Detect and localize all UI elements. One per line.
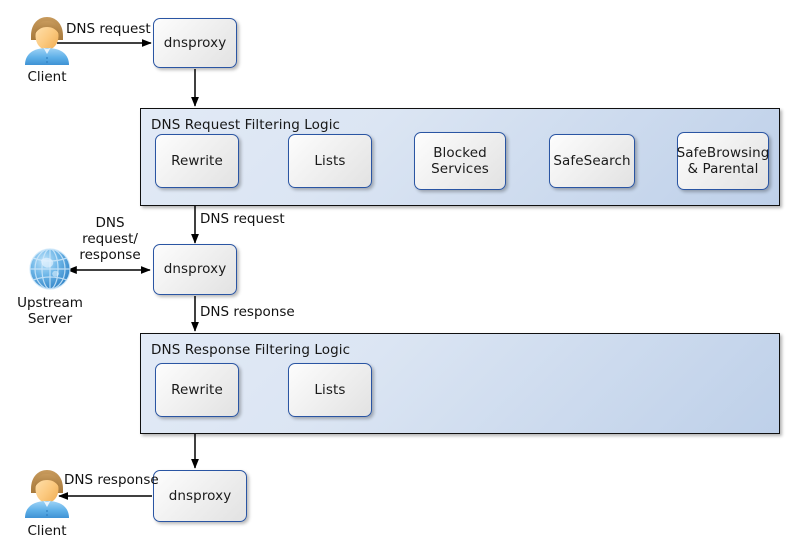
node-req-safebrowsing-label-line2: & Parental (687, 161, 759, 177)
edge-label-proxy-to-request-filter-text: DNS request (200, 211, 285, 227)
node-dnsproxy-middle[interactable]: dnsproxy (153, 244, 237, 295)
node-req-blocked-services[interactable]: Blocked Services (414, 132, 506, 190)
node-dnsproxy-middle-label: dnsproxy (163, 261, 227, 278)
edge-label-upstream-exchange-line3: response (79, 246, 141, 263)
node-dnsproxy-top-label: dnsproxy (163, 34, 227, 51)
group-request-filtering-title: DNS Request Filtering Logic (151, 117, 341, 133)
node-req-blocked-services-label-line2: Services (431, 161, 489, 177)
caption-client-top-text: Client (27, 69, 67, 85)
node-req-lists[interactable]: Lists (288, 134, 372, 188)
node-dnsproxy-bottom[interactable]: dnsproxy (153, 470, 247, 522)
node-req-rewrite-label: Rewrite (171, 152, 223, 169)
edge-label-upstream-exchange-line1: DNS (95, 215, 125, 231)
node-req-lists-label: Lists (314, 152, 346, 169)
node-resp-rewrite-label: Rewrite (171, 381, 223, 398)
node-resp-rewrite[interactable]: Rewrite (155, 363, 239, 417)
node-resp-lists-label: Lists (314, 381, 346, 398)
user-icon (25, 17, 69, 65)
globe-icon (29, 248, 71, 290)
edge-label-upstream-exchange: DNS request/ response (68, 215, 152, 264)
node-dnsproxy-bottom-label: dnsproxy (168, 487, 232, 504)
edge-label-proxy-to-request-filter: DNS request (200, 211, 285, 228)
caption-client-top: Client (6, 69, 88, 86)
caption-upstream-line2: Server (27, 310, 73, 327)
caption-client-bottom-text: Client (27, 523, 67, 539)
caption-client-bottom: Client (6, 523, 88, 540)
node-req-rewrite[interactable]: Rewrite (155, 134, 239, 188)
edge-label-upstream-exchange-line2: request/ (82, 230, 138, 247)
edge-label-proxy-to-client: DNS response (64, 472, 159, 489)
group-response-filtering-title: DNS Response Filtering Logic (151, 342, 351, 358)
caption-upstream-server: Upstream Server (5, 295, 95, 328)
edge-label-client-to-proxy-text: DNS request (66, 21, 151, 37)
edge-label-proxy-to-response-filter: DNS response (200, 304, 295, 321)
node-dnsproxy-top[interactable]: dnsproxy (153, 18, 237, 68)
user-icon (25, 470, 69, 518)
edge-label-proxy-to-client-text: DNS response (64, 472, 159, 488)
caption-upstream-line1: Upstream (17, 295, 83, 311)
node-req-safesearch-label: SafeSearch (553, 152, 631, 169)
edge-label-client-to-proxy: DNS request (66, 21, 151, 38)
node-resp-lists[interactable]: Lists (288, 363, 372, 417)
edge-label-proxy-to-response-filter-text: DNS response (200, 304, 295, 320)
node-req-blocked-services-label-line1: Blocked (433, 144, 487, 161)
node-req-safesearch[interactable]: SafeSearch (549, 134, 635, 188)
node-req-safebrowsing[interactable]: SafeBrowsing & Parental (677, 132, 769, 190)
node-req-safebrowsing-label-line1: SafeBrowsing (676, 144, 770, 161)
group-response-filtering: DNS Response Filtering Logic (140, 333, 780, 434)
